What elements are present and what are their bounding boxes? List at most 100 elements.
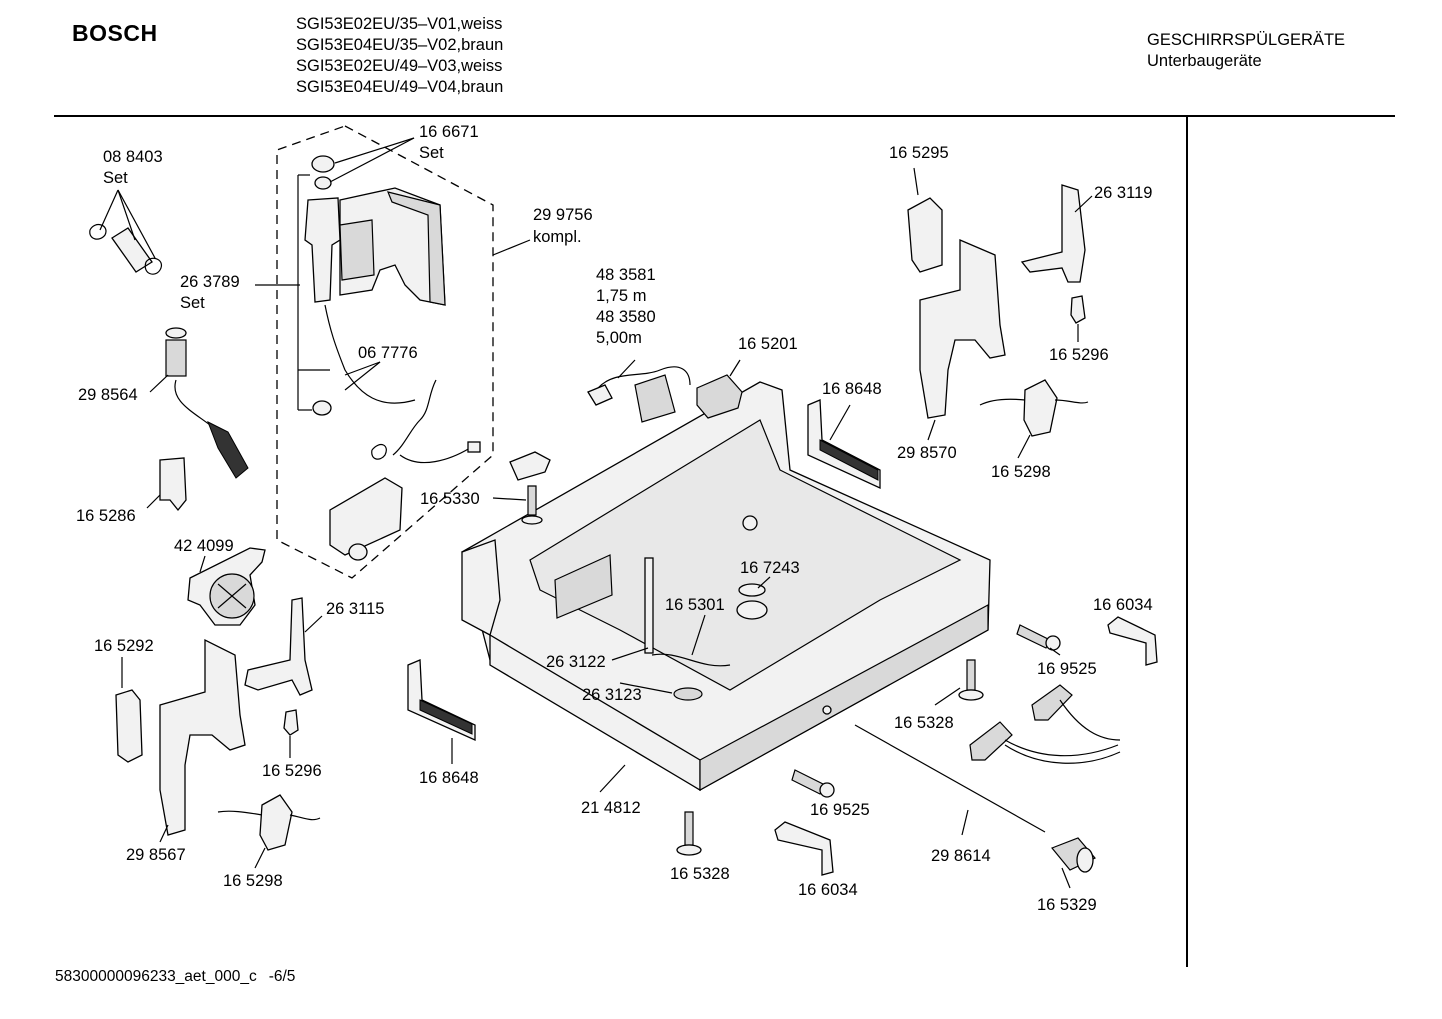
leader-165329 [1061,867,1071,889]
impeller-x2 [217,583,247,609]
leader-214812 [599,764,626,793]
label-length-500: 5,00m [596,329,642,347]
label-165286: 16 5286 [76,507,136,525]
label-165328: 16 5328 [894,714,954,732]
label-263123: 26 3123 [582,686,642,704]
label-298614: 29 8614 [931,847,991,865]
category-title: GESCHIRRSPÜLGERÄTE [1147,31,1346,49]
label-165298: 16 5298 [991,463,1051,481]
model-line: SGI53E04EU/49–V04,braun [296,78,504,96]
label-298564: 29 8564 [78,386,138,404]
label-167243: 16 7243 [740,559,800,577]
leader-167243 [757,576,771,589]
valve-screw [312,400,332,416]
sensor-165298-right [1023,379,1058,437]
leader-165298 [254,847,266,869]
bracket-seal [348,543,368,561]
label-166034: 16 6034 [1093,596,1153,614]
category-subtitle: Unterbaugeräte [1147,52,1262,70]
hose-curve [174,379,211,426]
wire-harness [1004,744,1121,764]
label-263115: 26 3115 [326,600,384,618]
label-166671: 16 6671 [419,123,479,141]
bracket-263119 [1020,184,1086,283]
valve-coil [339,219,375,281]
base-wall-left [461,539,501,636]
label-165295: 16 5295 [889,144,949,162]
label-165296: 16 5296 [262,762,322,780]
base-window [554,554,613,619]
label-166034: 16 6034 [798,881,858,899]
leader-263119 [1074,195,1093,213]
screw-head-165330 [521,515,543,525]
label-165298: 16 5298 [223,872,283,890]
cap-end-165329 [1076,847,1094,873]
spring-lower [419,699,473,735]
footer: 58300000096233_aet_000_c-6/5 [55,968,295,986]
leader-298567 [159,824,169,843]
label-067776: 06 7776 [358,344,418,362]
label-165330: 16 5330 [420,490,480,508]
screw-head-165328-left [676,844,702,856]
corrugated-hose [165,339,187,377]
leader-263115 [304,615,323,633]
label-kompl: kompl. [533,228,582,246]
inlet-hose-coil [392,379,437,456]
leader-165298-right [1017,434,1031,459]
model-line: SGI53E02EU/49–V03,weiss [296,57,503,75]
label-263119: 26 3119 [1094,184,1152,202]
power-cable [597,366,691,389]
label-168648: 16 8648 [419,769,479,787]
label-165329: 16 5329 [1037,896,1097,914]
leader-088403c [117,189,156,259]
leader-165201 [729,359,741,377]
label-298567: 29 8567 [126,846,186,864]
leader-298564 [149,374,169,393]
leader-088403b [117,189,136,241]
label-214812: 21 4812 [581,799,641,817]
label-168648: 16 8648 [822,380,882,398]
label-263122: 26 3122 [546,653,606,671]
screw-165328-left [684,811,694,846]
hose-clamp [144,257,162,275]
bracket-165295 [907,197,943,273]
wire-harness [1004,739,1119,757]
label-165201: 16 5201 [738,335,798,353]
label-424099: 42 4099 [174,537,234,555]
leader-483581 [617,359,636,379]
base-boss [742,515,758,531]
leader-166671b [329,137,415,183]
aquastop-cover [387,191,446,306]
leader-263123 [619,682,673,694]
label-088403: 08 8403 [103,148,163,166]
cable-plug [587,384,613,406]
leader-166671a [334,137,415,164]
label-169525: 16 9525 [1037,660,1097,678]
leader-088403a [99,189,119,231]
part-165292 [115,689,143,763]
connector-165201 [696,374,743,419]
harness-plug-b [969,721,1013,761]
bolt-head-169525-lower [819,782,835,798]
leader-424099 [199,555,206,573]
label-set: Set [180,294,205,312]
sensor-165298 [259,794,293,851]
label-length-175: 1,75 m [596,287,646,305]
clip-165296 [283,709,299,736]
bracket-298567 [159,638,246,836]
label-483581: 48 3581 [596,266,656,284]
hose-tube [111,227,153,273]
hose-seal [165,327,187,339]
valve-cable [324,304,416,404]
label-set: Set [103,169,128,187]
screw-165330 [527,485,537,516]
label-165292: 16 5292 [94,637,154,655]
label-298570: 29 8570 [897,444,957,462]
leader-067776b [344,361,381,391]
label-299756: 29 9756 [533,206,593,224]
sensor-cable-right [1054,399,1089,404]
hose-cable [399,447,471,464]
assembly-dashed-outline [276,125,494,579]
page-number: -6/5 [268,968,296,985]
